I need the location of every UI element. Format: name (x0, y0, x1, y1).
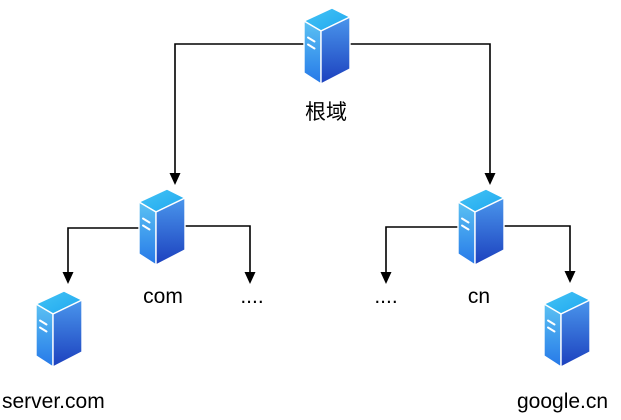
connector-com-to-dots (185, 225, 256, 284)
connector-com-to-servercom (62, 227, 139, 284)
connector-cn-to-dots (380, 226, 458, 284)
com-domain-label: com (143, 285, 183, 308)
connector-root-to-com (169, 43, 304, 185)
googlecn-server-icon (543, 290, 591, 368)
servercom-host-label: server.com (2, 390, 105, 413)
com-server-icon (138, 188, 186, 266)
root-server-icon (303, 7, 351, 85)
cn-sibling-dots-label: .... (374, 285, 398, 308)
com-sibling-dots-label: .... (240, 285, 264, 308)
cn-domain-label: cn (467, 285, 491, 308)
root-domain-label: 根域 (305, 101, 347, 124)
servercom-server-icon (35, 290, 83, 368)
cn-server-icon (457, 188, 505, 266)
googlecn-host-label: google.cn (517, 390, 609, 413)
connector-root-to-cn (350, 43, 496, 185)
connector-cn-to-googlecn (504, 225, 576, 283)
